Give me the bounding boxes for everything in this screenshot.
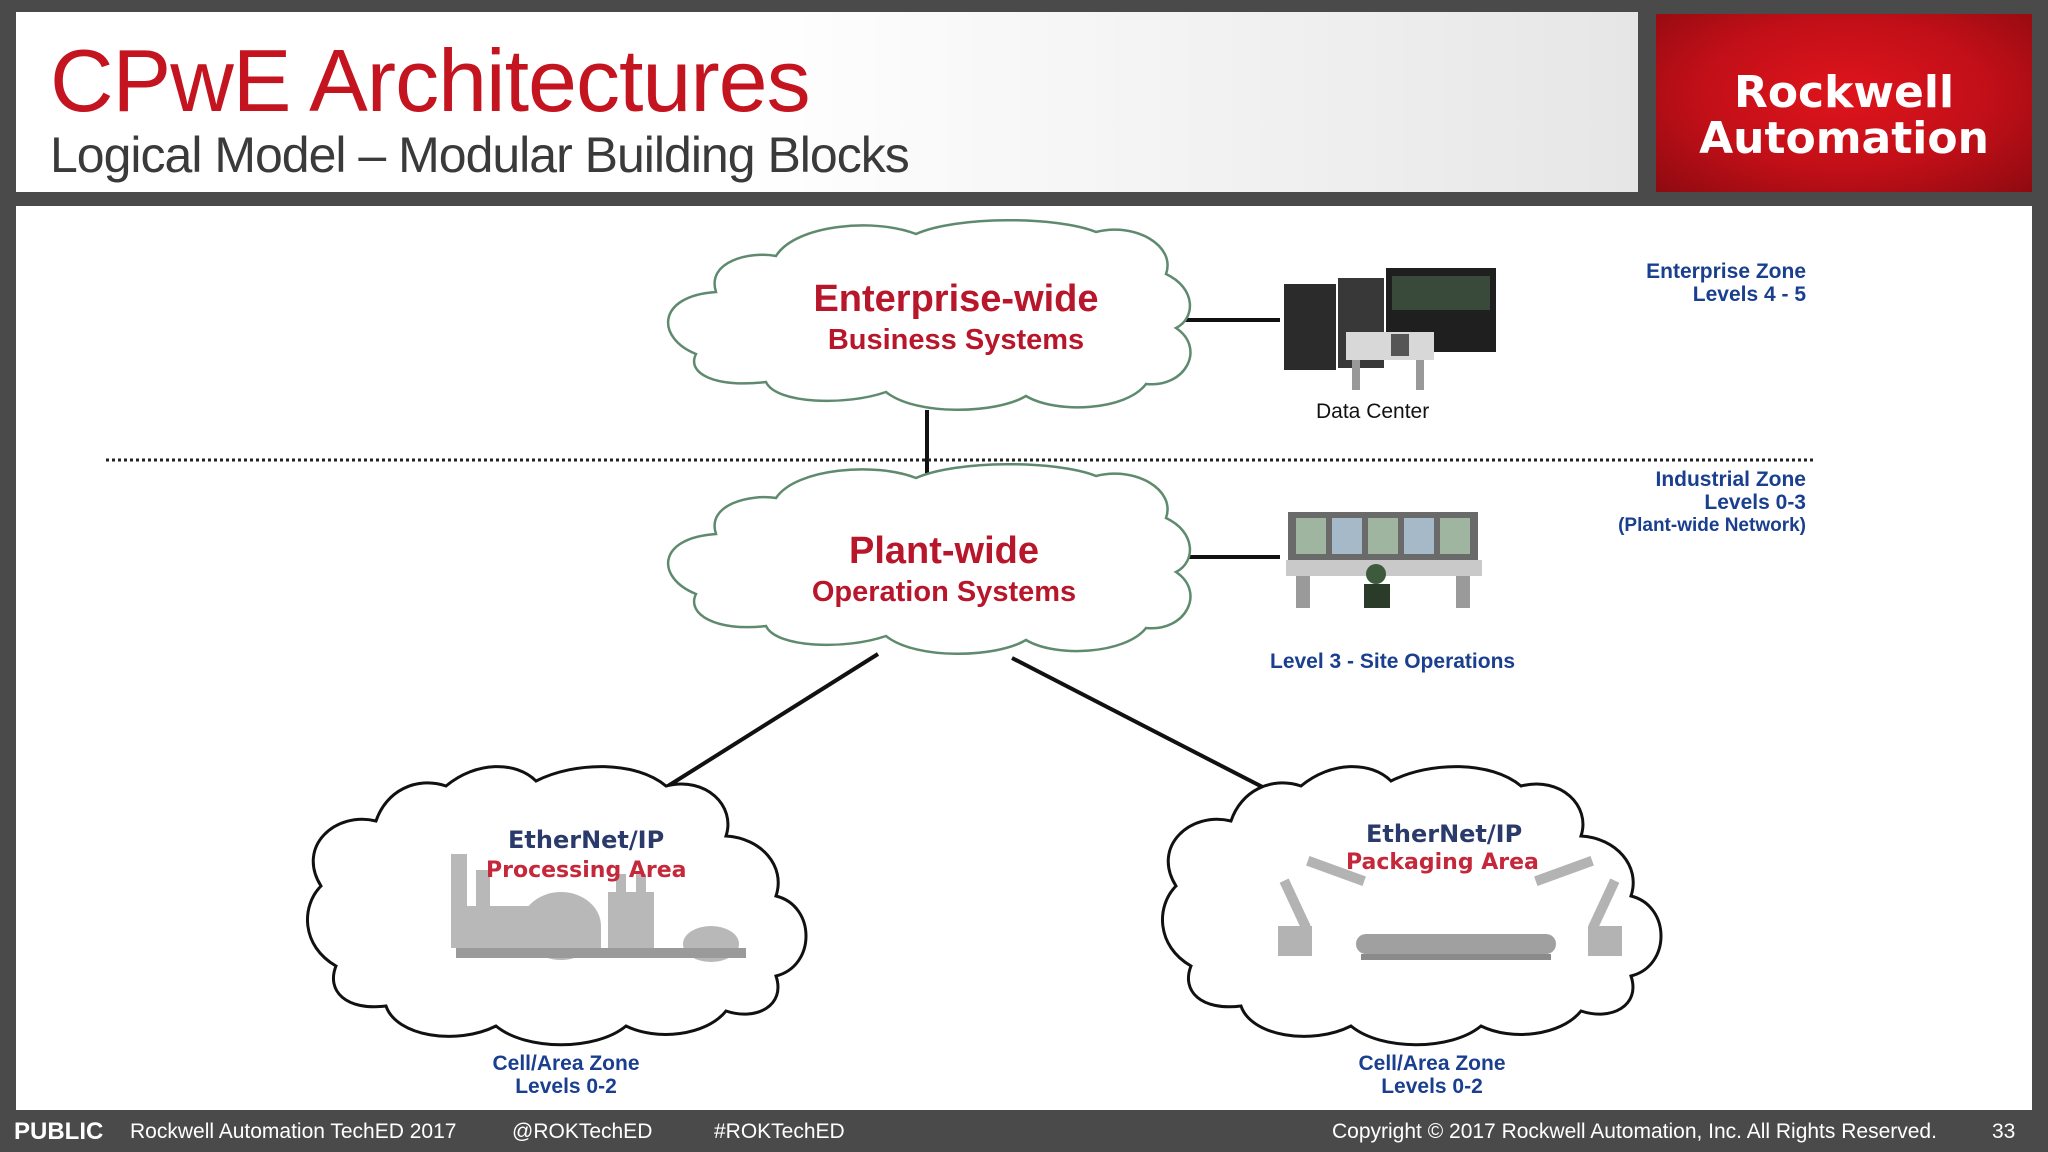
plant-cloud — [667, 463, 1192, 655]
page-title: CPwE Architectures — [50, 31, 811, 130]
footer-classification: PUBLIC — [14, 1118, 104, 1145]
processing-ethernet-ip-label: EtherNet/IP — [508, 826, 665, 854]
footer-page-number: 33 — [1992, 1120, 2016, 1143]
packaging-ethernet-ip-label: EtherNet/IP — [1366, 820, 1523, 848]
site-operations-label: Level 3 - Site Operations — [1270, 650, 1516, 673]
footer-handle: @ROKTechED — [512, 1120, 653, 1143]
plant-cloud-subtitle: Operation Systems — [811, 576, 1077, 608]
plant-cloud-title: Plant-wide — [848, 530, 1040, 572]
processing-cell-zone-label: Cell/Area Zone Levels 0-2 — [426, 1052, 706, 1098]
footer-copyright: Copyright © 2017 Rockwell Automation, In… — [1332, 1120, 1937, 1143]
footer-event: Rockwell Automation TechED 2017 — [130, 1120, 457, 1143]
header-panel — [16, 12, 1638, 192]
rockwell-logo: Rockwell Automation — [1656, 14, 2032, 192]
logo-line-1: Rockwell — [1733, 67, 1955, 118]
footer-bar: PUBLIC Rockwell Automation TechED 2017 @… — [0, 1112, 2048, 1152]
processing-area-label: Processing Area — [486, 858, 687, 883]
processing-plant-illustration — [451, 854, 746, 962]
enterprise-cloud — [666, 219, 1192, 411]
enterprise-zone-line1: Enterprise Zone — [1646, 260, 1806, 283]
processing-cell-zone-line1: Cell/Area Zone — [492, 1052, 640, 1075]
enterprise-zone-line2: Levels 4 - 5 — [1692, 283, 1806, 306]
packaging-cell-zone-line1: Cell/Area Zone — [1358, 1052, 1506, 1075]
industrial-zone-line1: Industrial Zone — [1655, 468, 1806, 491]
footer-hashtag: #ROKTechED — [714, 1120, 845, 1143]
logo-line-2: Automation — [1699, 113, 1989, 164]
architecture-diagram — [106, 219, 1816, 1047]
industrial-zone-line3: (Plant-wide Network) — [1618, 515, 1806, 536]
data-center-illustration — [1284, 268, 1496, 390]
slide-content: Enterprise-wide Business Systems Plant-w… — [16, 206, 2032, 1110]
packaging-robots-illustration — [1278, 856, 1622, 960]
link-plant-processing — [666, 652, 880, 788]
industrial-zone-line2: Levels 0-3 — [1704, 491, 1806, 514]
packaging-cell-zone-line2: Levels 0-2 — [1381, 1075, 1483, 1098]
data-center-label: Data Center — [1316, 400, 1430, 423]
packaging-cloud — [1161, 765, 1663, 1047]
enterprise-cloud-subtitle: Business Systems — [827, 324, 1085, 356]
packaging-cell-zone-label: Cell/Area Zone Levels 0-2 — [1292, 1052, 1572, 1098]
industrial-zone-label: Industrial Zone Levels 0-3 (Plant-wide N… — [1556, 468, 1806, 537]
site-operations-illustration — [1286, 512, 1482, 608]
enterprise-zone-label: Enterprise Zone Levels 4 - 5 — [1556, 260, 1806, 306]
enterprise-cloud-title: Enterprise-wide — [813, 278, 1099, 320]
link-plant-packaging — [1011, 656, 1277, 796]
processing-cell-zone-line2: Levels 0-2 — [515, 1075, 617, 1098]
page-subtitle: Logical Model – Modular Building Blocks — [50, 127, 910, 183]
packaging-area-label: Packaging Area — [1346, 850, 1539, 875]
